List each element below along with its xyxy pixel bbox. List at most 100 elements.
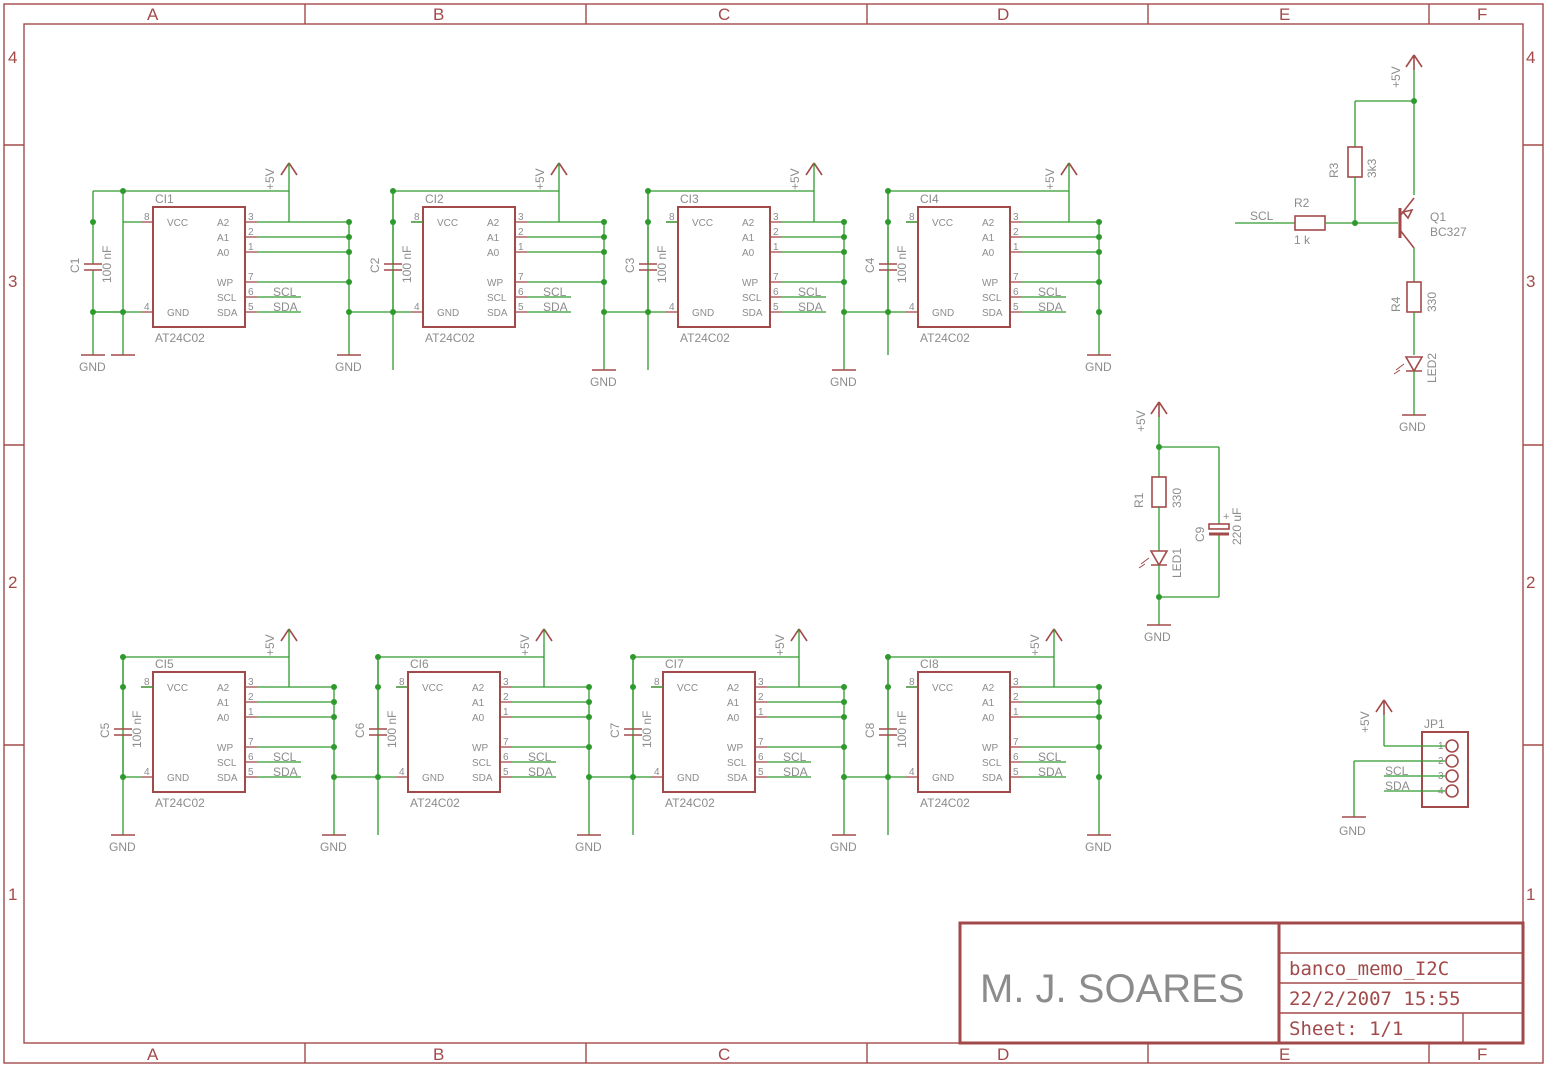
pin-a0-label: A0 bbox=[217, 248, 230, 259]
pin-a0-label: A0 bbox=[982, 713, 995, 724]
pin-a2-label: A2 bbox=[742, 218, 755, 229]
sda-net-label: SDA bbox=[798, 300, 823, 314]
pin-a1-label: A1 bbox=[742, 233, 755, 244]
pin-wp-label: WP bbox=[472, 743, 488, 754]
transistor-arrow-icon bbox=[1401, 208, 1414, 220]
vcc-label: +5V bbox=[1389, 66, 1403, 88]
pin-number: 2 bbox=[518, 227, 524, 238]
pin-number: 1 bbox=[248, 242, 254, 253]
pin-wp-label: WP bbox=[217, 278, 233, 289]
vcc-label: +5V bbox=[773, 634, 787, 656]
pin-a0-label: A0 bbox=[472, 713, 485, 724]
eeprom-8: VCCGND84A23A12A01WP7SCL6SDA5CI8AT24C02+5… bbox=[863, 628, 1112, 854]
gnd-label: GND bbox=[79, 360, 106, 374]
pin-number: 8 bbox=[669, 212, 675, 223]
pin-number: 5 bbox=[518, 302, 524, 313]
vcc-arrow-icon bbox=[805, 162, 823, 176]
sda-net-label: SDA bbox=[783, 765, 808, 779]
vcc-arrow-icon bbox=[790, 628, 808, 642]
pin-number: 7 bbox=[248, 737, 254, 748]
chip-ref: CI5 bbox=[155, 657, 174, 671]
capacitor-ref: C4 bbox=[863, 257, 877, 273]
chip-ref: CI4 bbox=[920, 192, 939, 206]
r4-ref: R4 bbox=[1389, 296, 1403, 312]
pin-gnd-label: GND bbox=[437, 308, 459, 319]
resistor-r2 bbox=[1294, 215, 1326, 231]
pin-a0-label: A0 bbox=[982, 248, 995, 259]
gnd-label: GND bbox=[335, 360, 362, 374]
pin-gnd-label: GND bbox=[167, 773, 189, 784]
r2-value: 1 k bbox=[1294, 233, 1311, 247]
pin-a1-label: A1 bbox=[487, 233, 500, 244]
connector-pin bbox=[1445, 739, 1459, 753]
vcc-arrow-icon bbox=[535, 628, 553, 642]
pin-gnd-label: GND bbox=[167, 308, 189, 319]
pin-wp-label: WP bbox=[727, 743, 743, 754]
r2-ref: R2 bbox=[1294, 196, 1310, 210]
c9-ref: C9 bbox=[1193, 526, 1207, 542]
gnd-label: GND bbox=[1339, 824, 1366, 838]
capacitor-ref: C1 bbox=[68, 257, 82, 273]
pin-number: 4 bbox=[144, 767, 150, 778]
resistor-r3 bbox=[1347, 146, 1363, 178]
sda-net-label: SDA bbox=[1038, 300, 1063, 314]
connector-pin bbox=[1445, 784, 1459, 798]
pin-number: 2 bbox=[503, 692, 509, 703]
capacitor-ref: C5 bbox=[98, 722, 112, 738]
pin-sda-label: SDA bbox=[487, 308, 508, 319]
capacitor-ref: C7 bbox=[608, 722, 622, 738]
pin-number: 5 bbox=[248, 302, 254, 313]
pin-vcc-label: VCC bbox=[167, 683, 188, 694]
vcc-label: +5V bbox=[1134, 410, 1148, 432]
pin-number: 1 bbox=[518, 242, 524, 253]
pin-a0-label: A0 bbox=[217, 713, 230, 724]
r3-value: 3k3 bbox=[1365, 158, 1379, 178]
scl-net-label: SCL bbox=[1038, 750, 1062, 764]
capacitor-value: 100 nF bbox=[385, 711, 399, 748]
scl-net-label: SCL bbox=[528, 750, 552, 764]
chip-body bbox=[152, 206, 246, 328]
chip-body bbox=[917, 671, 1011, 793]
scl-net-label: SCL bbox=[543, 285, 567, 299]
vcc-label: +5V bbox=[1043, 168, 1057, 190]
row-label-left: 2 bbox=[8, 573, 17, 592]
eeprom-1: VCCGND84A23A12A01WP7SCL6SDA5CI1AT24C02+5… bbox=[68, 162, 362, 374]
scl-net-label: SCL bbox=[798, 285, 822, 299]
pin-number: 3 bbox=[248, 212, 254, 223]
pin-vcc-label: VCC bbox=[437, 218, 458, 229]
pin-number: 3 bbox=[758, 677, 764, 688]
outer-frame bbox=[3, 3, 1544, 1064]
pin-number: 4 bbox=[399, 767, 405, 778]
chip-part: AT24C02 bbox=[425, 331, 475, 345]
chip-part: AT24C02 bbox=[155, 796, 205, 810]
pin-number: 6 bbox=[1013, 287, 1019, 298]
scl-net-label: SCL bbox=[783, 750, 807, 764]
vcc-arrow-icon bbox=[1045, 628, 1063, 642]
column-label-top: B bbox=[433, 5, 444, 24]
pin-vcc-label: VCC bbox=[932, 683, 953, 694]
eeprom-3: VCCGND84A23A12A01WP7SCL6SDA5CI3AT24C02+5… bbox=[623, 162, 857, 389]
row-label-right: 1 bbox=[1526, 885, 1535, 904]
pin-number: 3 bbox=[1013, 677, 1019, 688]
vcc-label: +5V bbox=[263, 168, 277, 190]
row-label-right: 3 bbox=[1526, 272, 1535, 291]
pin-number: 6 bbox=[518, 287, 524, 298]
pin-number: 4 bbox=[414, 302, 420, 313]
pin-sda-label: SDA bbox=[742, 308, 763, 319]
pin-scl-label: SCL bbox=[982, 758, 1002, 769]
vcc-arrow-icon bbox=[280, 628, 298, 642]
row-label-right: 4 bbox=[1526, 48, 1535, 67]
pin-number: 7 bbox=[1013, 737, 1019, 748]
pin-gnd-label: GND bbox=[932, 308, 954, 319]
chip-part: AT24C02 bbox=[665, 796, 715, 810]
pin-number: 8 bbox=[414, 212, 420, 223]
gnd-label: GND bbox=[320, 840, 347, 854]
chip-part: AT24C02 bbox=[680, 331, 730, 345]
chip-part: AT24C02 bbox=[410, 796, 460, 810]
pin-number: 6 bbox=[503, 752, 509, 763]
pin-scl-label: SCL bbox=[217, 293, 237, 304]
pin-a1-label: A1 bbox=[472, 698, 485, 709]
sda-net-label: SDA bbox=[528, 765, 553, 779]
pin-number: 5 bbox=[248, 767, 254, 778]
